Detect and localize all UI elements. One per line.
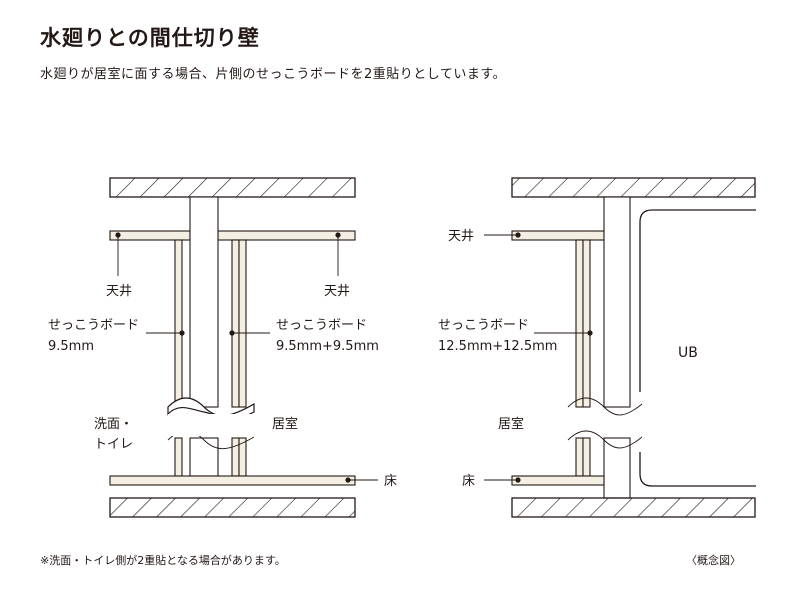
right-board-lower-a [575,437,584,477]
left-wall-detail: 天井 天井 せっこうボード 9.5mm せっこうボード 9.5mm+9.5mm … [48,177,397,518]
left-upper-slab [109,177,356,198]
left-board-washroom-side [174,239,183,408]
right-floor-board [511,475,605,486]
left-stud [189,196,219,408]
left-board-room-side-a [231,239,240,408]
right-stud [603,196,631,408]
right-floor-label: 床 [462,474,475,489]
left-board-room-side-b [238,239,247,408]
left-board-label-2: 9.5mm [48,339,94,354]
left-stud-lower [189,437,219,477]
right-board-label-2: 12.5mm+12.5mm [438,339,557,354]
right-lower-slab [511,497,756,518]
washroom-label-1: 洗面・ [94,417,133,432]
left-ceiling-board-a [109,230,191,241]
right-board-label-1: せっこうボード [276,318,367,333]
right-break-line-1 [567,397,643,416]
left-board-lower-a [174,437,183,477]
unit-bath-label: UB [678,345,698,361]
left-break-fill [168,414,254,436]
right-room-label: 居室 [498,416,524,432]
left-floor-board [109,475,356,486]
right-upper-slab [511,177,756,198]
right-board-b [582,239,591,408]
left-board-label-1: せっこうボード [48,318,139,333]
washroom-label-2: トイレ [94,437,133,452]
unit-bath-outline-lower [639,452,756,487]
left-break-line-1 [167,397,255,417]
scale-note: 〈概念図〉 [686,554,741,567]
right-ceiling-board [511,230,605,241]
right-ceiling-label: 天井 [448,229,474,244]
right-board-label-2: 9.5mm+9.5mm [276,339,379,354]
left-room-label: 居室 [272,416,298,432]
unit-bath-outline [639,209,756,392]
right-break-line-2 [567,430,643,449]
left-board-lower-b [231,437,240,477]
right-board-lower-b [582,437,591,477]
left-ceiling-label-a: 天井 [106,284,132,299]
right-board-label-1: せっこうボード [438,318,529,333]
page-title: 水廻りとの間仕切り壁 [40,26,260,50]
page-subtitle: 水廻りが居室に面する場合、片側のせっこうボードを2重貼りとしています。 [40,67,507,82]
right-board-a [575,239,584,408]
footnote: ※洗面・トイレ側が2重貼となる場合があります。 [40,554,286,567]
left-ceiling-board-b [217,230,356,241]
left-lower-slab [109,497,356,518]
right-wall-detail: 天井 せっこうボード 12.5mm+12.5mm 居室 UB 床 [438,177,756,518]
left-ceiling-label-b: 天井 [324,284,350,299]
left-floor-label: 床 [384,474,397,489]
